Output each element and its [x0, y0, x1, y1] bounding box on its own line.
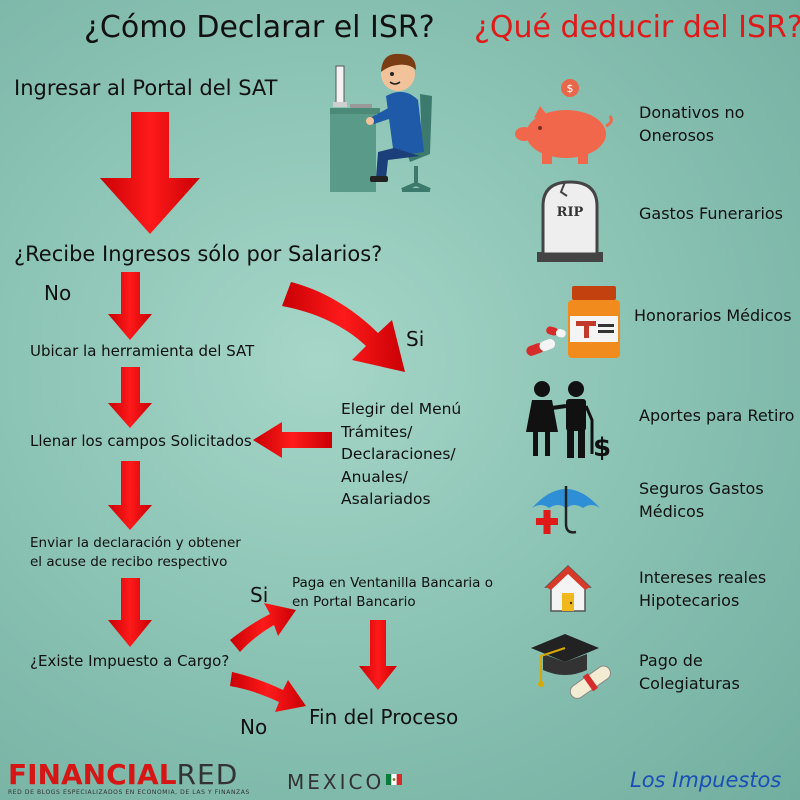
arrow-si-to-menu: [282, 282, 405, 372]
deduccion-honorarios: Honorarios Médicos: [634, 304, 792, 327]
title-que-deducir: ¿Qué deducir del ISR?: [474, 10, 800, 45]
menu-line: Elegir del Menú: [341, 400, 462, 418]
step-enviar-declaracion: Enviar la declaración y obtener el acuse…: [30, 534, 241, 572]
deduccion-line: Donativos no: [639, 103, 745, 122]
deduccion-line: Colegiaturas: [639, 674, 740, 693]
menu-line: Anuales/: [341, 467, 408, 486]
arrow-impuesto-to-paga: [230, 603, 296, 652]
enviar-line: el acuse de recibo respectivo: [30, 554, 228, 570]
deduccion-intereses: Intereses reales Hipotecarios: [639, 566, 766, 612]
label-si-impuesto: Si: [250, 583, 269, 607]
los-impuestos-logo: Los Impuestos: [630, 768, 782, 792]
financialred-logo: FINANCIALRED: [8, 760, 238, 790]
deduccion-line: Onerosos: [639, 126, 715, 145]
arrow-ubicar-to-llenar: [108, 367, 152, 428]
step-llenar-campos: Llenar los campos Solicitados: [30, 432, 252, 450]
logo-mexico-text: MEXICO: [287, 770, 385, 794]
logo-financial-text: FINANCIAL: [8, 758, 177, 791]
label-no-impuesto: No: [240, 715, 268, 739]
arrow-llenar-to-enviar: [108, 461, 152, 530]
deduccion-retiro: Aportes para Retiro: [639, 404, 794, 427]
deduccion-line: Gastos Funerarios: [639, 204, 784, 223]
arrow-paga-to-fin: [359, 620, 397, 690]
step-ingresar-portal: Ingresar al Portal del SAT: [14, 76, 278, 100]
retired-couple-icon: $: [526, 381, 611, 462]
mexico-flag-icon: [386, 774, 402, 785]
deduccion-line: Pago de: [639, 651, 703, 670]
step-recibe-salarios: ¿Recibe Ingresos sólo por Salarios?: [14, 242, 383, 266]
menu-line: Trámites/: [341, 422, 413, 441]
medicine-bottle-icon: [526, 286, 620, 358]
menu-line: Declaraciones/: [341, 445, 456, 463]
piggy-bank-icon: $: [515, 79, 613, 164]
umbrella-medical-icon: [532, 486, 600, 534]
rip-text: RIP: [557, 205, 584, 220]
arrow-menu-to-llenar: [253, 422, 332, 458]
label-si-salarios: Si: [406, 327, 425, 351]
step-existe-impuesto: ¿Existe Impuesto a Cargo?: [30, 652, 230, 670]
deduccion-line: Intereses reales: [639, 568, 767, 587]
deduccion-funerarios: Gastos Funerarios: [639, 202, 783, 225]
paga-line: Paga en Ventanilla Bancaria o: [292, 575, 493, 591]
deduccion-line: Aportes para Retiro: [639, 406, 795, 425]
deduccion-line: Médicos: [639, 502, 705, 521]
deduccion-line: Seguros Gastos: [639, 479, 764, 498]
deduccion-colegiaturas: Pago de Colegiaturas: [639, 649, 740, 695]
deduccion-line: Hipotecarios: [639, 591, 740, 610]
arrow-impuesto-to-fin: [230, 672, 306, 712]
menu-line: Asalariados: [341, 490, 431, 508]
deduccion-line: Honorarios Médicos: [634, 306, 792, 325]
arrow-no-to-ubicar: [108, 272, 152, 340]
tombstone-icon: RIP: [537, 180, 603, 262]
svg-text:$: $: [593, 433, 611, 462]
logo-red-text: RED: [176, 758, 239, 791]
house-icon: [544, 564, 592, 612]
arrow-enviar-to-impuesto: [108, 578, 152, 647]
deduccion-donativos: Donativos no Onerosos: [639, 101, 744, 147]
logo-tagline: RED DE BLOGS ESPECIALIZADOS EN ECONOMIA,…: [8, 789, 250, 796]
step-paga-ventanilla: Paga en Ventanilla Bancaria o en Portal …: [292, 574, 493, 612]
step-elegir-menu: Elegir del Menú Trámites/ Declaraciones/…: [341, 398, 461, 511]
label-no-salarios: No: [44, 281, 72, 305]
deduccion-seguros: Seguros Gastos Médicos: [639, 477, 764, 523]
paga-line: en Portal Bancario: [292, 594, 416, 610]
graduation-cap-icon: [531, 634, 611, 699]
svg-text:$: $: [567, 82, 574, 95]
title-como-declarar: ¿Cómo Declarar el ISR?: [84, 10, 435, 45]
arrow-portal-to-salarios: [100, 112, 200, 234]
enviar-line: Enviar la declaración y obtener: [30, 535, 241, 551]
step-ubicar-herramienta: Ubicar la herramienta del SAT: [30, 342, 255, 360]
office-worker-icon: [330, 53, 432, 192]
step-fin-proceso: Fin del Proceso: [309, 705, 459, 729]
